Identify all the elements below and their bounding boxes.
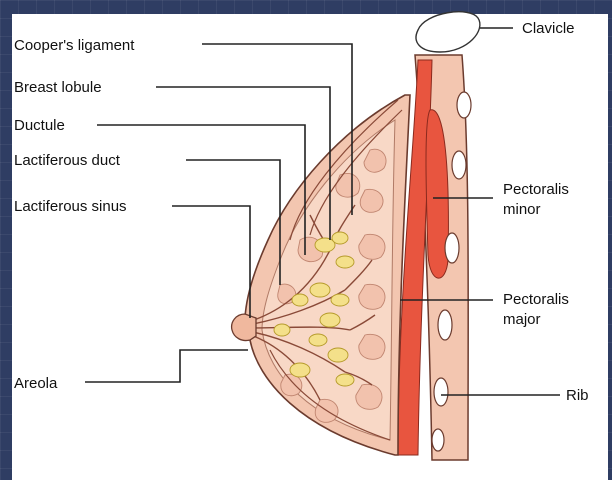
label-breast-lobule: Breast lobule: [14, 79, 102, 96]
label-pectoralis-major-line1: Pectoralis: [503, 291, 569, 308]
label-pectoralis-major-line2: major: [503, 311, 541, 328]
label-lactiferous-duct: Lactiferous duct: [14, 152, 121, 169]
label-areola: Areola: [14, 375, 58, 392]
label-rib: Rib: [566, 387, 589, 404]
label-coopers-ligament: Cooper's ligament: [14, 37, 135, 54]
label-ductule: Ductule: [14, 117, 65, 134]
nipple: [232, 314, 256, 341]
label-pectoralis-minor-line1: Pectoralis: [503, 181, 569, 198]
label-clavicle: Clavicle: [522, 20, 575, 37]
label-pectoralis-minor-line2: minor: [503, 201, 541, 218]
label-lactiferous-sinus: Lactiferous sinus: [14, 198, 127, 215]
